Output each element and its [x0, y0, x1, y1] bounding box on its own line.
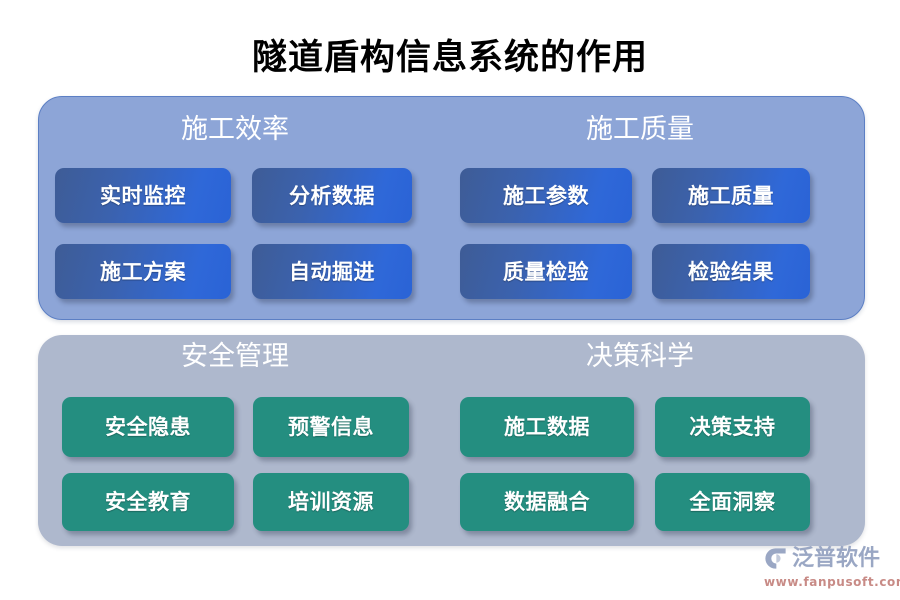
brand-url: www.fanpusoft.com: [764, 575, 900, 589]
card-safety-2[interactable]: 预警信息: [253, 397, 409, 457]
group-heading-efficiency: 施工效率: [181, 114, 289, 145]
card-quality-1[interactable]: 施工参数: [460, 168, 632, 223]
card-efficiency-1[interactable]: 实时监控: [55, 168, 231, 223]
card-safety-1[interactable]: 安全隐患: [62, 397, 234, 457]
card-quality-3[interactable]: 质量检验: [460, 244, 632, 299]
card-efficiency-4[interactable]: 自动掘进: [252, 244, 412, 299]
brand-row: 泛普软件: [762, 543, 894, 573]
card-quality-2[interactable]: 施工质量: [652, 168, 810, 223]
card-decision-3[interactable]: 数据融合: [460, 473, 634, 531]
group-heading-safety: 安全管理: [181, 341, 289, 372]
page-title: 隧道盾构信息系统的作用: [251, 37, 648, 78]
card-efficiency-3[interactable]: 施工方案: [55, 244, 231, 299]
card-safety-4[interactable]: 培训资源: [253, 473, 409, 531]
brand-watermark: 泛普软件 www.fanpusoft.com: [762, 543, 900, 591]
group-heading-decision: 决策科学: [586, 341, 694, 372]
card-efficiency-2[interactable]: 分析数据: [252, 168, 412, 223]
card-decision-1[interactable]: 施工数据: [460, 397, 634, 457]
card-quality-4[interactable]: 检验结果: [652, 244, 810, 299]
card-decision-2[interactable]: 决策支持: [655, 397, 810, 457]
brand-name: 泛普软件: [792, 545, 881, 571]
group-heading-quality: 施工质量: [586, 114, 694, 145]
card-safety-3[interactable]: 安全教育: [62, 473, 234, 531]
fanpu-swoosh-logo-icon: [765, 547, 786, 569]
card-decision-4[interactable]: 全面洞察: [655, 473, 810, 531]
